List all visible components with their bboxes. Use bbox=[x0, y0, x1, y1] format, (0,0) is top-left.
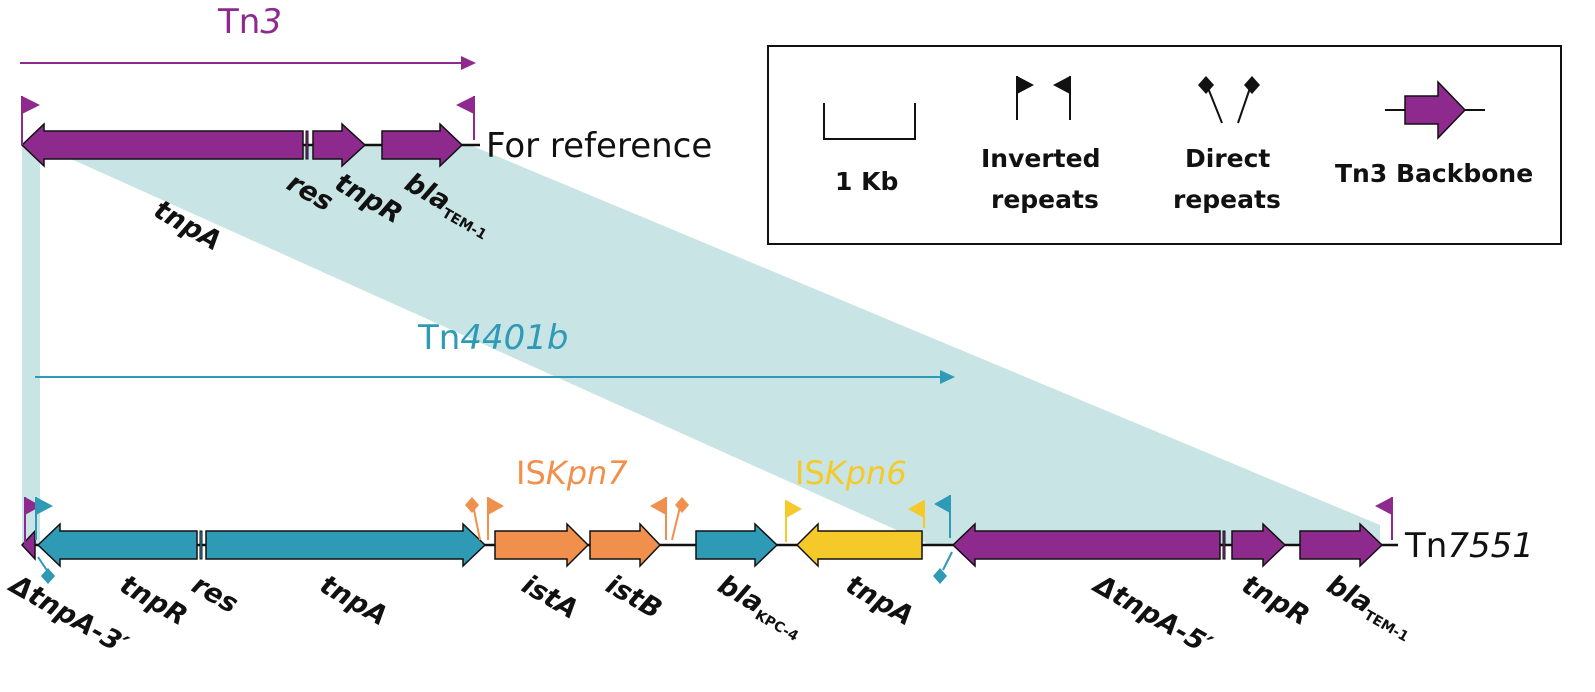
bottom-ir-purple-left-flag bbox=[25, 497, 41, 515]
homology-region-main bbox=[40, 145, 1380, 545]
legend-scale-bar bbox=[823, 103, 916, 140]
bottom-tnpA-gene bbox=[205, 522, 487, 568]
legend-ir-left-flag-icon bbox=[1017, 76, 1034, 94]
legend-direct-line2: repeats bbox=[1173, 185, 1281, 214]
bottom-label-tnpR2: tnpR bbox=[1237, 569, 1315, 632]
tn4401b-span-arrowhead bbox=[940, 370, 955, 384]
bottom-dr-right-diamond bbox=[933, 568, 947, 584]
iskpn6-title: ISKpn6 bbox=[795, 454, 907, 492]
iskpn7-title: ISKpn7 bbox=[516, 454, 628, 492]
bottom-label-dtnpA3: ΔtnpA-3′ bbox=[3, 568, 133, 661]
legend-ir-right-flag-icon bbox=[1053, 76, 1070, 94]
bottom-res-site bbox=[199, 530, 203, 560]
bottom-tnpR-gene bbox=[36, 522, 198, 568]
bottom-dtnpA5-gene bbox=[951, 522, 1221, 568]
bottom-res2-site bbox=[1222, 530, 1226, 560]
legend-backbone-arrow-icon bbox=[1404, 80, 1467, 140]
iskpn7-ir-left-flag bbox=[488, 497, 504, 515]
tn7551-label: Tn7551 bbox=[1404, 526, 1534, 566]
tn4401b-title: Tn4401b bbox=[417, 318, 568, 358]
bottom-dr-right-stem bbox=[942, 551, 953, 571]
bottom-label-tnpR: tnpR bbox=[115, 569, 193, 632]
bottom-ir-purple-right-flag bbox=[1375, 497, 1392, 515]
iskpn6-ir-right-flag bbox=[908, 500, 924, 518]
bottom-tnpA-iskpn6-gene bbox=[795, 522, 923, 568]
legend-box bbox=[767, 45, 1562, 245]
legend-backbone-label: Tn3 Backbone bbox=[1335, 159, 1533, 188]
iskpn7-dr-left-1-stem bbox=[472, 504, 481, 541]
bottom-label-tnpA-iskpn6: tnpA bbox=[841, 569, 919, 632]
legend-dr-left-diamond-icon bbox=[1198, 76, 1214, 94]
bottom-istB-gene bbox=[589, 522, 662, 568]
legend-dr-left-stem bbox=[1207, 87, 1223, 124]
bottom-dr-left-diamond bbox=[41, 568, 55, 584]
top-side-label: For reference bbox=[486, 126, 712, 166]
bottom-tnpR2-gene bbox=[1231, 522, 1287, 568]
bottom-dr-left-stem bbox=[37, 556, 49, 573]
legend-dr-right-diamond-icon bbox=[1244, 76, 1260, 94]
bottom-ir-teal-left-flag bbox=[36, 497, 53, 515]
legend-scale-label: 1 Kb bbox=[835, 167, 898, 196]
bottom-blaKPC-gene bbox=[695, 522, 779, 568]
bottom-blaTEM-gene bbox=[1299, 522, 1384, 568]
bottom-ir-teal-right-flag bbox=[934, 495, 950, 513]
iskpn7-dr-left-1-diamond bbox=[465, 497, 479, 513]
bottom-dtnpA3-gene bbox=[20, 529, 36, 561]
top-blaTEM-gene bbox=[381, 122, 464, 168]
bottom-label-blaKPC: blaKPC-4 bbox=[712, 569, 810, 645]
iskpn6-ir-left-flag bbox=[786, 500, 802, 518]
tn3-title: Tn3 bbox=[217, 2, 282, 42]
bottom-istA-gene bbox=[494, 522, 590, 568]
bottom-label-res: res bbox=[187, 569, 244, 620]
iskpn7-dr-right-diamond bbox=[675, 497, 689, 513]
legend-dr-right-stem bbox=[1237, 87, 1251, 124]
bottom-label-blaTEM: blaTEM-1 bbox=[1321, 569, 1420, 645]
top-ir-left-flag bbox=[22, 96, 40, 114]
bottom-label-dtnpA5: ΔtnpA-5′ bbox=[1087, 568, 1217, 661]
bottom-label-istB: istB bbox=[601, 569, 667, 625]
tn3-span-arrowhead bbox=[461, 56, 476, 70]
bottom-label-istA: istA bbox=[517, 569, 584, 625]
legend-inverted-line1: Inverted bbox=[981, 144, 1100, 173]
iskpn7-dr-right-stem bbox=[671, 506, 681, 541]
iskpn7-ir-right-flag bbox=[650, 497, 666, 515]
top-res-site bbox=[305, 130, 309, 160]
top-tnpR-gene bbox=[312, 122, 367, 168]
top-ir-right-flag bbox=[456, 96, 474, 114]
homology-region-left bbox=[22, 145, 40, 545]
legend-direct-line1: Direct bbox=[1185, 144, 1270, 173]
top-tnpA-gene bbox=[20, 122, 304, 168]
bottom-label-tnpA: tnpA bbox=[315, 569, 393, 632]
legend-inverted-line2: repeats bbox=[991, 185, 1099, 214]
